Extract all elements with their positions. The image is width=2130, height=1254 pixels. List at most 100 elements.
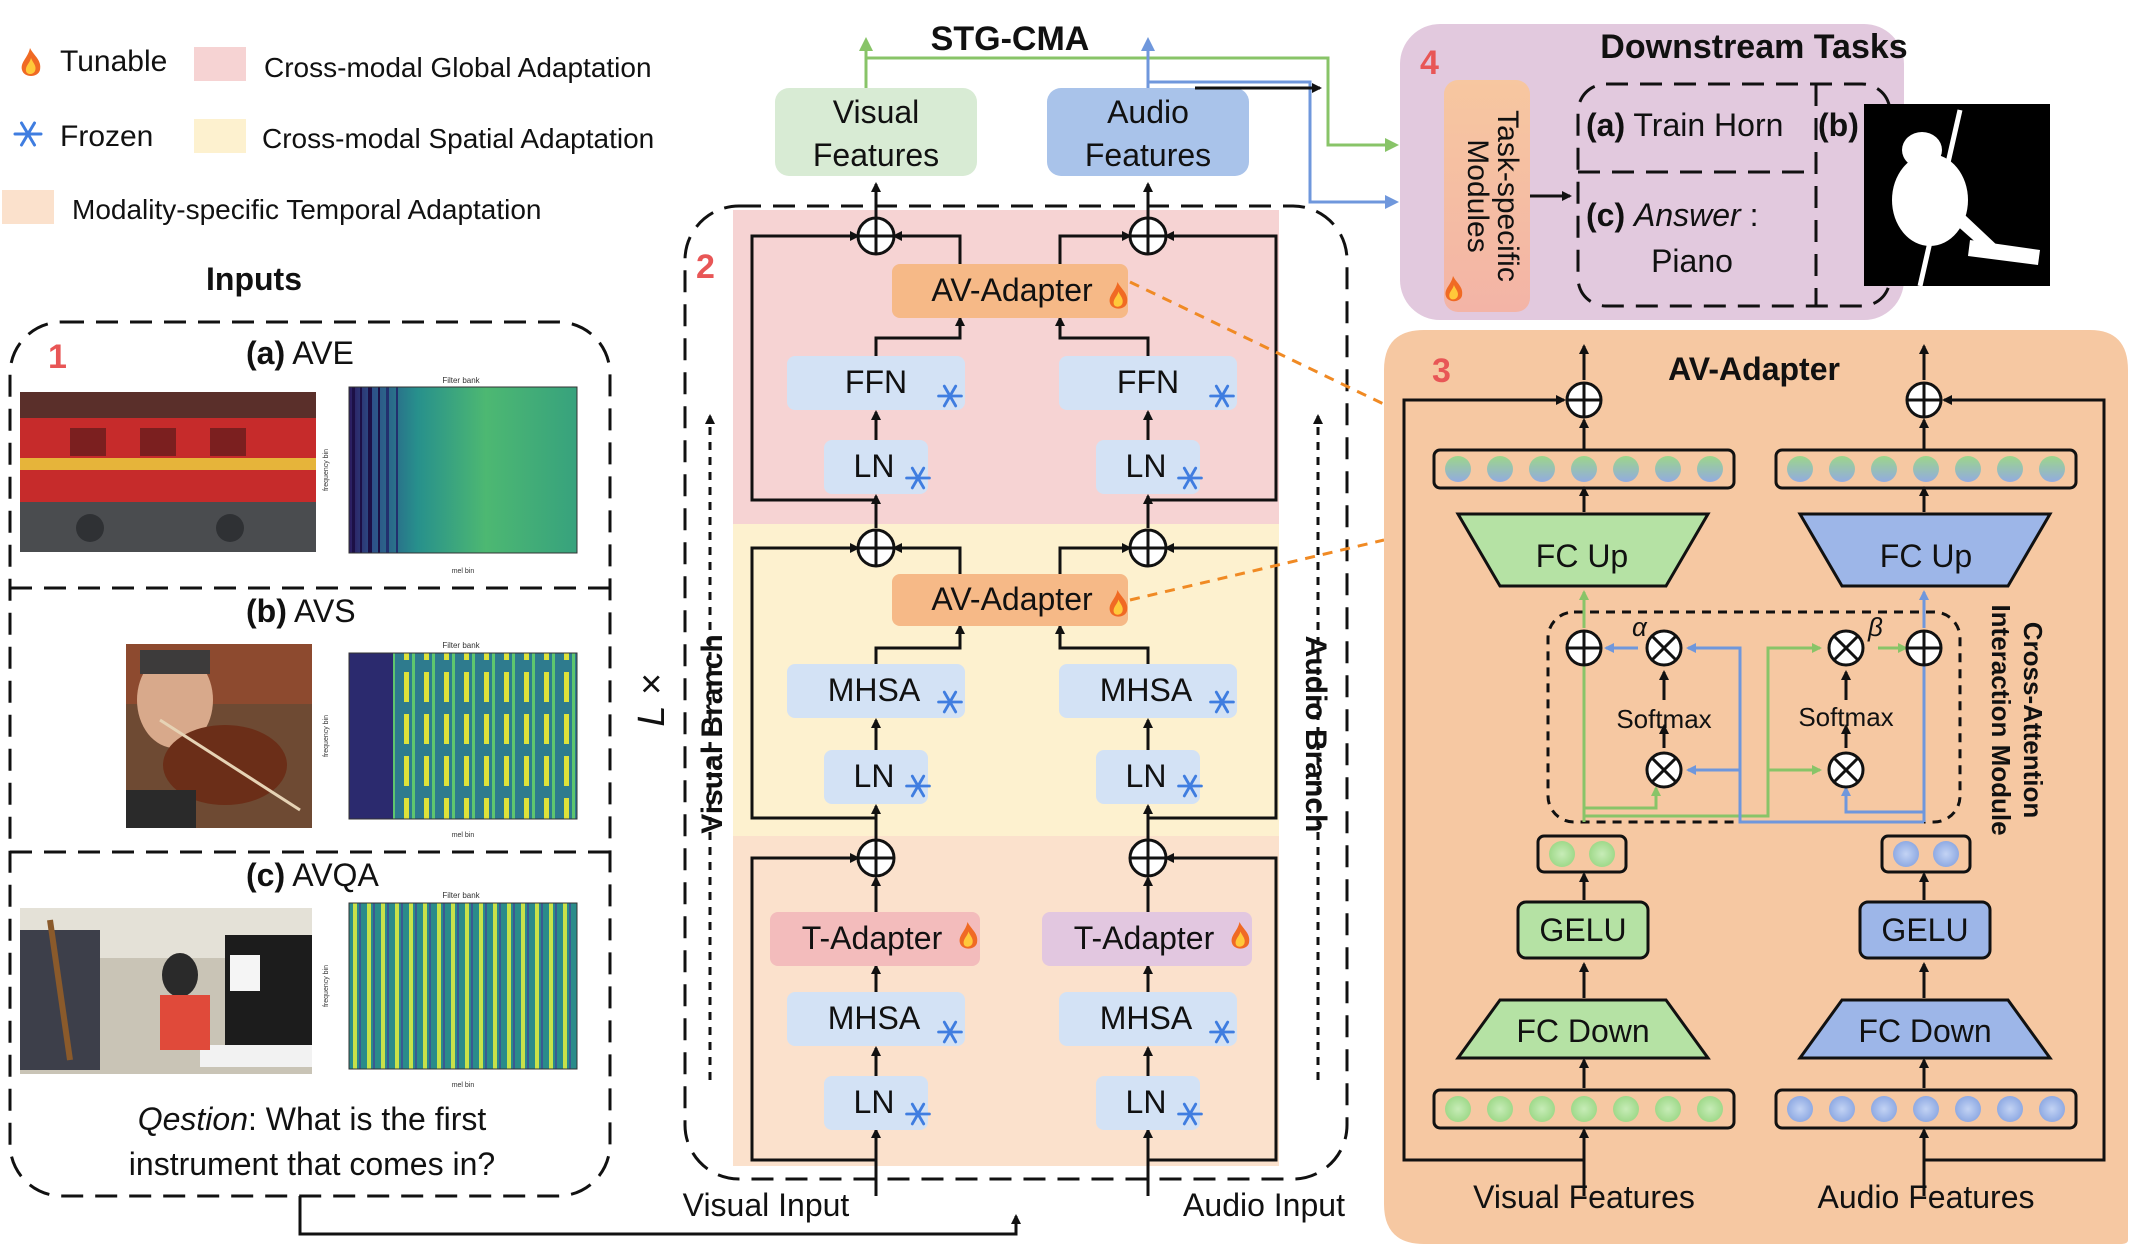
svg-text:FC Down: FC Down xyxy=(1516,1013,1649,1049)
svg-text:mel bin: mel bin xyxy=(452,568,475,575)
violinist-image xyxy=(126,644,312,828)
legend-global-label: Cross-modal Global Adaptation xyxy=(264,52,652,83)
ln-audio-temporal xyxy=(1096,1076,1200,1130)
avs-title: (b) AVS xyxy=(246,593,356,629)
flame-icon xyxy=(1445,276,1463,302)
fc-up-visual xyxy=(1455,512,1711,588)
svg-text:LN: LN xyxy=(854,448,895,484)
t-adapter-visual xyxy=(770,912,980,966)
legend: Tunable Frozen Cross-modal Global Adapta… xyxy=(2,45,654,225)
downstream-title: Downstream Tasks xyxy=(1600,28,1907,66)
avqa-title: (c) AVQA xyxy=(246,857,379,893)
stage-number: 2 xyxy=(696,248,715,286)
legend-temporal-label: Modality-specific Temporal Adaptation xyxy=(72,194,542,225)
alpha-label: α xyxy=(1632,612,1648,642)
task-c: (c) Answer : xyxy=(1586,197,1758,233)
inputs-panel: Inputs 1 (a) AVE Filter bank xyxy=(8,261,612,1198)
avs-spectrogram: Filter bank mel bin frequency bin xyxy=(323,641,578,839)
ave-title: (a) AVE xyxy=(246,335,354,371)
task-modules-line1: Task-specific xyxy=(1491,110,1524,282)
inputs-frame xyxy=(8,320,612,1198)
svg-text:frequency bin: frequency bin xyxy=(323,715,330,757)
snowflake-icon xyxy=(1177,1102,1203,1126)
svg-text:FC Down: FC Down xyxy=(1858,1013,1991,1049)
softmax-right: Softmax xyxy=(1798,702,1893,732)
mhsa-visual-temporal xyxy=(787,992,965,1046)
question-line-1: Qestion: What is the first xyxy=(138,1101,487,1137)
layer-frame xyxy=(683,204,1349,1181)
snowflake-icon xyxy=(905,774,931,798)
svg-text:LN: LN xyxy=(1126,448,1167,484)
audio-features-box xyxy=(1047,88,1249,176)
task-modules-box xyxy=(1444,80,1530,312)
ln-visual-spatial xyxy=(824,750,928,804)
inputs-number: 1 xyxy=(48,338,67,376)
stg-cma-title: STG-CMA xyxy=(931,20,1090,58)
snowflake-icon xyxy=(1177,466,1203,490)
svg-text:FC Up: FC Up xyxy=(1880,538,1972,574)
legend-frozen-label: Frozen xyxy=(60,120,153,153)
av-adapter-detail-title: AV-Adapter xyxy=(1668,351,1840,387)
downstream-panel: 4 Downstream Tasks Task-specific Modules… xyxy=(1400,24,2050,320)
flame-icon xyxy=(1231,922,1250,949)
avqa-spectrogram: Filter bank mel bin frequency bin xyxy=(323,891,578,1089)
ffn-audio xyxy=(1059,356,1237,410)
inputs-title: Inputs xyxy=(206,261,302,297)
ffn-visual xyxy=(787,356,965,410)
ln-audio-global xyxy=(1096,440,1200,494)
ln-audio-spatial xyxy=(1096,750,1200,804)
fc-down-audio xyxy=(1797,998,2053,1060)
svg-text:AV-Adapter: AV-Adapter xyxy=(931,272,1093,308)
audio-hidden-tokens xyxy=(1880,834,1972,874)
piano-image xyxy=(20,908,312,1074)
audio-branch-label: Audio Branch xyxy=(1299,636,1332,833)
svg-text:MHSA: MHSA xyxy=(1100,672,1193,708)
mhsa-audio-temporal xyxy=(1059,992,1237,1046)
visual-branch-label: Visual Branch xyxy=(696,634,729,834)
svg-text:MHSA: MHSA xyxy=(1100,1000,1193,1036)
visual-hidden-tokens xyxy=(1536,834,1628,874)
svg-text:mel bin: mel bin xyxy=(452,1082,475,1089)
visual-input-tokens xyxy=(1432,1088,1736,1130)
audio-features-line2: Features xyxy=(1085,137,1211,173)
snowflake-icon xyxy=(905,1102,931,1126)
flame-icon xyxy=(1109,590,1128,617)
ln-visual-global xyxy=(824,440,928,494)
svg-text:MHSA: MHSA xyxy=(828,1000,921,1036)
softmax-left: Softmax xyxy=(1616,704,1711,734)
legend-temporal-swatch xyxy=(2,190,54,224)
downstream-number: 4 xyxy=(1420,44,1439,82)
legend-spatial-swatch xyxy=(194,119,246,153)
audio-input-label: Audio Input xyxy=(1183,1187,1345,1223)
svg-text:LN: LN xyxy=(1126,758,1167,794)
visual-features-line2: Features xyxy=(813,137,939,173)
snowflake-icon xyxy=(1209,1020,1235,1044)
detail-visual-features-label: Visual Features xyxy=(1473,1179,1695,1215)
legend-global-swatch xyxy=(194,47,246,81)
flame-icon xyxy=(21,48,41,76)
svg-text:MHSA: MHSA xyxy=(828,672,921,708)
svg-text:LN: LN xyxy=(1126,1084,1167,1120)
svg-text:AV-Adapter: AV-Adapter xyxy=(931,581,1093,617)
flame-icon xyxy=(1109,282,1128,309)
gelu-visual xyxy=(1516,900,1650,960)
svg-text:T-Adapter: T-Adapter xyxy=(1074,920,1215,956)
audio-token-dots xyxy=(1787,1096,2065,1122)
cross-attention-frame xyxy=(1546,610,1962,824)
svg-text:Filter bank: Filter bank xyxy=(442,376,480,385)
audio-input-tokens xyxy=(1774,1088,2078,1130)
question-line-2: instrument that comes in? xyxy=(129,1146,495,1182)
mhsa-visual-spatial xyxy=(787,664,965,718)
legend-tunable-label: Tunable xyxy=(60,45,167,78)
audio-features-line1: Audio xyxy=(1107,94,1189,130)
cross-attention-label-2: Interaction Module xyxy=(1986,604,2016,835)
svg-text:Filter bank: Filter bank xyxy=(442,891,480,900)
mixed-token-dots xyxy=(1445,456,2065,482)
svg-text:LN: LN xyxy=(854,1084,895,1120)
flow-lines xyxy=(750,182,1278,1196)
flame-icon xyxy=(959,922,978,949)
fc-down-visual xyxy=(1455,998,1711,1060)
svg-text:frequency bin: frequency bin xyxy=(323,965,330,1007)
svg-text:FC Up: FC Up xyxy=(1536,538,1628,574)
svg-text:LN: LN xyxy=(854,758,895,794)
